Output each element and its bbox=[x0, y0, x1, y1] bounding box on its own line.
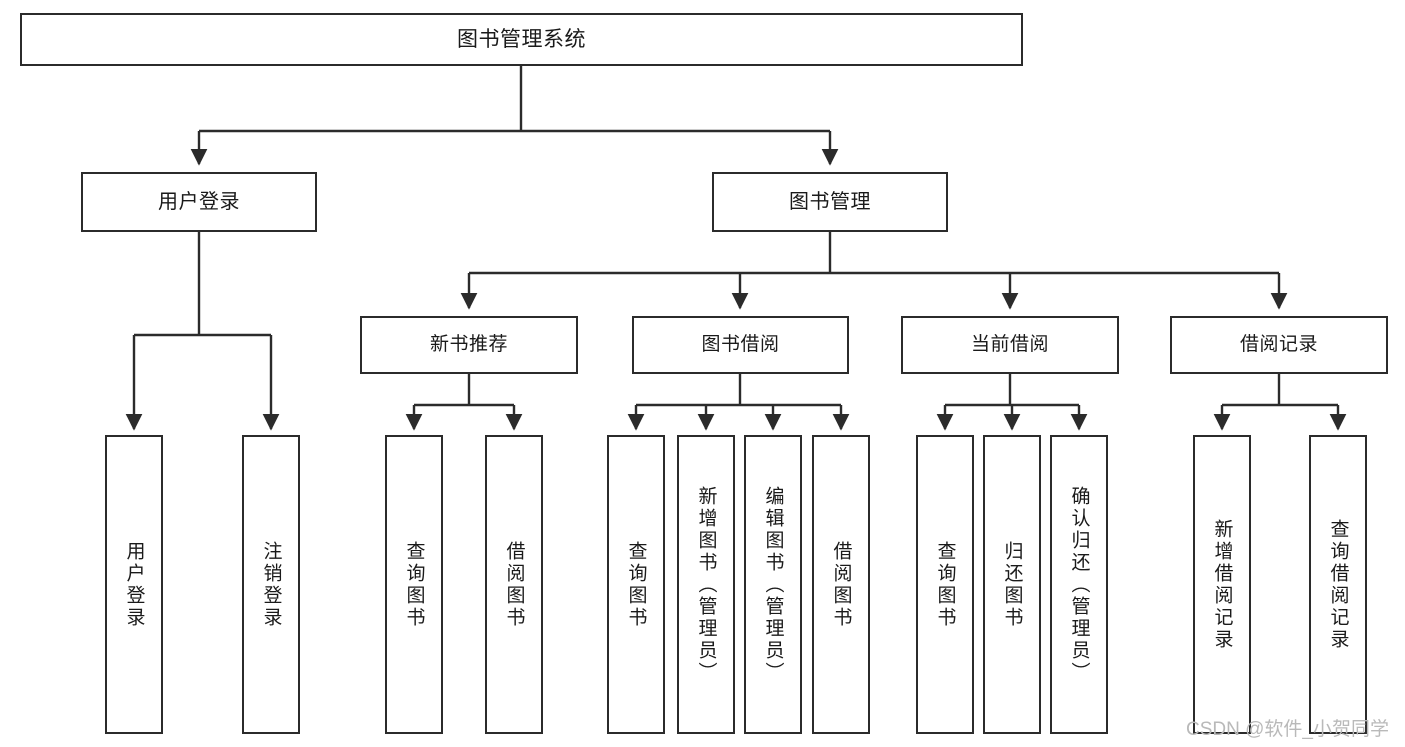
node-label: 借阅图书 bbox=[503, 540, 525, 629]
node-book-borrow[interactable]: 图书借阅 bbox=[632, 316, 849, 374]
leaf-borrow-edit-book[interactable]: 编辑图书（管理员） bbox=[744, 435, 802, 734]
watermark: CSDN @软件_小贺同学 bbox=[1186, 719, 1389, 740]
node-label: 图书管理系统 bbox=[457, 27, 586, 51]
leaf-new-book-query[interactable]: 查询图书 bbox=[385, 435, 443, 734]
node-label: 借阅图书 bbox=[830, 540, 852, 629]
node-new-book-recommend[interactable]: 新书推荐 bbox=[360, 316, 578, 374]
leaf-current-return-book[interactable]: 归还图书 bbox=[983, 435, 1041, 734]
node-label: 查询图书 bbox=[403, 540, 425, 629]
node-label: 确认归还（管理员） bbox=[1068, 485, 1090, 684]
node-borrow-record[interactable]: 借阅记录 bbox=[1170, 316, 1388, 374]
node-label: 用户登录 bbox=[158, 190, 240, 213]
node-label: 新增图书（管理员） bbox=[695, 485, 717, 684]
leaf-user-login[interactable]: 用户登录 bbox=[105, 435, 163, 734]
node-label: 查询图书 bbox=[934, 540, 956, 629]
node-label: 借阅记录 bbox=[1239, 334, 1318, 356]
node-label: 新增借阅记录 bbox=[1211, 518, 1233, 651]
node-current-borrow[interactable]: 当前借阅 bbox=[901, 316, 1119, 374]
node-label: 编辑图书（管理员） bbox=[762, 485, 784, 684]
node-label: 查询图书 bbox=[625, 540, 647, 629]
node-label: 用户登录 bbox=[123, 540, 145, 629]
node-root-system[interactable]: 图书管理系统 bbox=[20, 13, 1023, 66]
node-label: 当前借阅 bbox=[970, 334, 1049, 356]
leaf-record-add[interactable]: 新增借阅记录 bbox=[1193, 435, 1251, 734]
node-label: 图书管理 bbox=[789, 190, 871, 213]
leaf-record-query[interactable]: 查询借阅记录 bbox=[1309, 435, 1367, 734]
node-book-management[interactable]: 图书管理 bbox=[712, 172, 948, 232]
node-label: 新书推荐 bbox=[429, 334, 508, 356]
leaf-logout[interactable]: 注销登录 bbox=[242, 435, 300, 734]
node-label: 注销登录 bbox=[260, 540, 282, 629]
leaf-current-confirm-return[interactable]: 确认归还（管理员） bbox=[1050, 435, 1108, 734]
leaf-current-query-book[interactable]: 查询图书 bbox=[916, 435, 974, 734]
leaf-borrow-borrow-book[interactable]: 借阅图书 bbox=[812, 435, 870, 734]
leaf-borrow-query-book[interactable]: 查询图书 bbox=[607, 435, 665, 734]
node-label: 归还图书 bbox=[1001, 540, 1023, 629]
leaf-new-book-borrow[interactable]: 借阅图书 bbox=[485, 435, 543, 734]
node-user-login[interactable]: 用户登录 bbox=[81, 172, 317, 232]
leaf-borrow-add-book[interactable]: 新增图书（管理员） bbox=[677, 435, 735, 734]
node-label: 查询借阅记录 bbox=[1327, 518, 1349, 651]
node-label: 图书借阅 bbox=[701, 334, 780, 356]
